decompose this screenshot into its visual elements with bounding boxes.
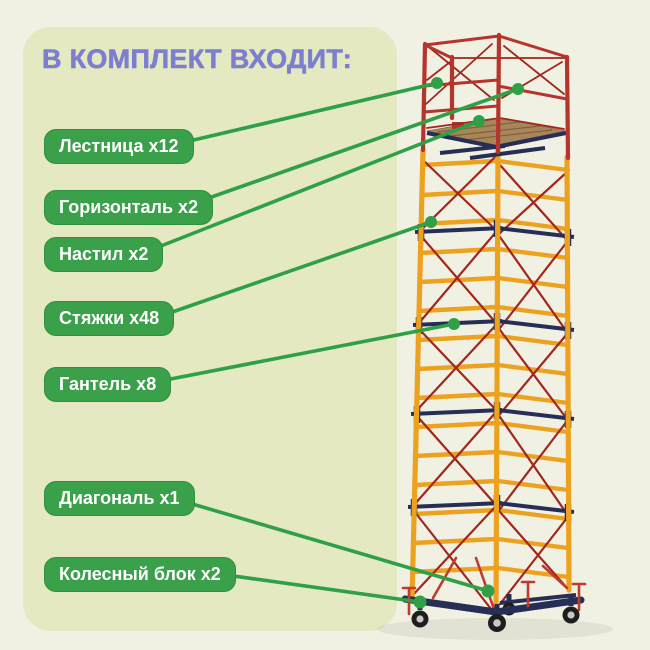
callout-connectors (141, 77, 524, 609)
caster-wheel-front (488, 604, 506, 632)
kit-item-label-ladder: Лестница x12 (44, 129, 194, 164)
connector-diagonal (170, 496, 490, 593)
connector-ladder (166, 81, 439, 148)
marker-dot-wheel-block (413, 595, 427, 609)
kit-item-label-diagonal: Диагональ x1 (44, 481, 195, 516)
kit-item-label-deck: Настил x2 (44, 237, 164, 272)
kit-item-label-horizontal: Горизонталь x2 (44, 190, 214, 225)
connector-dumbbell (148, 322, 456, 385)
tower-right-face (495, 154, 575, 606)
marker-dot-horizontal (512, 83, 524, 95)
marker-dot-dumbbell (448, 318, 460, 330)
caster-wheel-right (562, 597, 580, 624)
tower-front-face (407, 145, 503, 623)
connector-horizontal (184, 87, 520, 208)
marker-dot-diagonal (481, 584, 495, 598)
marker-dot-deck (473, 115, 485, 127)
kit-item-label-wheel-block: Колесный блок x2 (44, 557, 236, 592)
kit-item-label-dumbbell: Гантель x8 (44, 367, 172, 402)
page-title: В КОМПЛЕКТ ВХОДИТ: (42, 44, 353, 75)
marker-dot-ladder (431, 77, 443, 89)
connector-deck (141, 119, 481, 255)
connector-wheel-block (210, 571, 422, 604)
kit-item-label-ties: Стяжки x48 (44, 301, 175, 336)
wheel-base (401, 556, 587, 632)
marker-dot-ties (425, 216, 437, 228)
screw-jack (401, 580, 587, 616)
connector-ties (156, 220, 433, 319)
